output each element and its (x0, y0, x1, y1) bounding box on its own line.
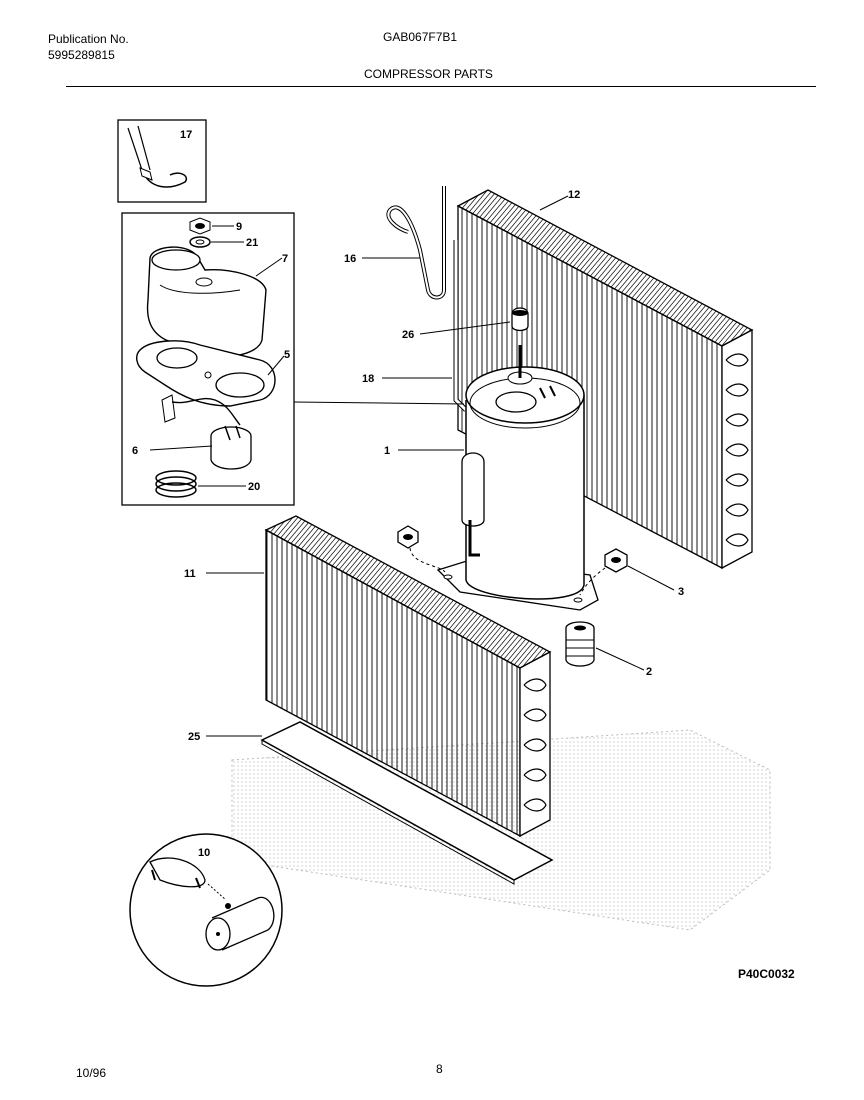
callout-16: 16 (344, 253, 356, 265)
callout-18: 18 (362, 373, 374, 385)
callout-21: 21 (246, 237, 258, 249)
callout-3: 3 (678, 586, 684, 598)
header-rule (66, 86, 816, 87)
part-box-cover-group (121, 212, 295, 506)
callout-12: 12 (568, 189, 580, 201)
part-17-thermistor (117, 119, 207, 203)
part-2-grommet (565, 621, 595, 667)
callout-1: 1 (384, 445, 390, 457)
callout-labels: 17 9 21 7 5 6 20 12 16 26 18 1 11 3 2 25… (132, 129, 684, 859)
callout-7: 7 (282, 253, 288, 265)
part-18-pipe (453, 240, 468, 412)
publication-number: 5995289815 (48, 48, 115, 62)
callout-5: 5 (284, 349, 290, 361)
page-number: 8 (436, 1062, 443, 1076)
publication-label: Publication No. (48, 32, 129, 46)
model-number: GAB067F7B1 (383, 30, 458, 44)
part-3-nuts (397, 525, 628, 573)
callout-9: 9 (236, 221, 242, 233)
callout-6: 6 (132, 445, 138, 457)
part-11-evaporator-coil (264, 515, 552, 838)
section-title: COMPRESSOR PARTS (364, 67, 493, 81)
footer-date: 10/96 (76, 1066, 107, 1080)
callout-11: 11 (184, 568, 196, 580)
callout-10: 10 (198, 847, 210, 859)
callout-20: 20 (248, 481, 260, 493)
callout-2: 2 (646, 666, 652, 678)
part-1-compressor (436, 345, 599, 611)
part-25-strip (260, 721, 554, 885)
leader-lines (149, 195, 675, 737)
callout-26: 26 (402, 329, 414, 341)
part-26-valve (511, 307, 529, 332)
part-10-capacitor-detail (129, 833, 283, 987)
callout-25: 25 (188, 731, 200, 743)
part-16-tube (386, 186, 446, 300)
diagram-code: P40C0032 (738, 967, 795, 981)
callout-17: 17 (180, 129, 192, 141)
